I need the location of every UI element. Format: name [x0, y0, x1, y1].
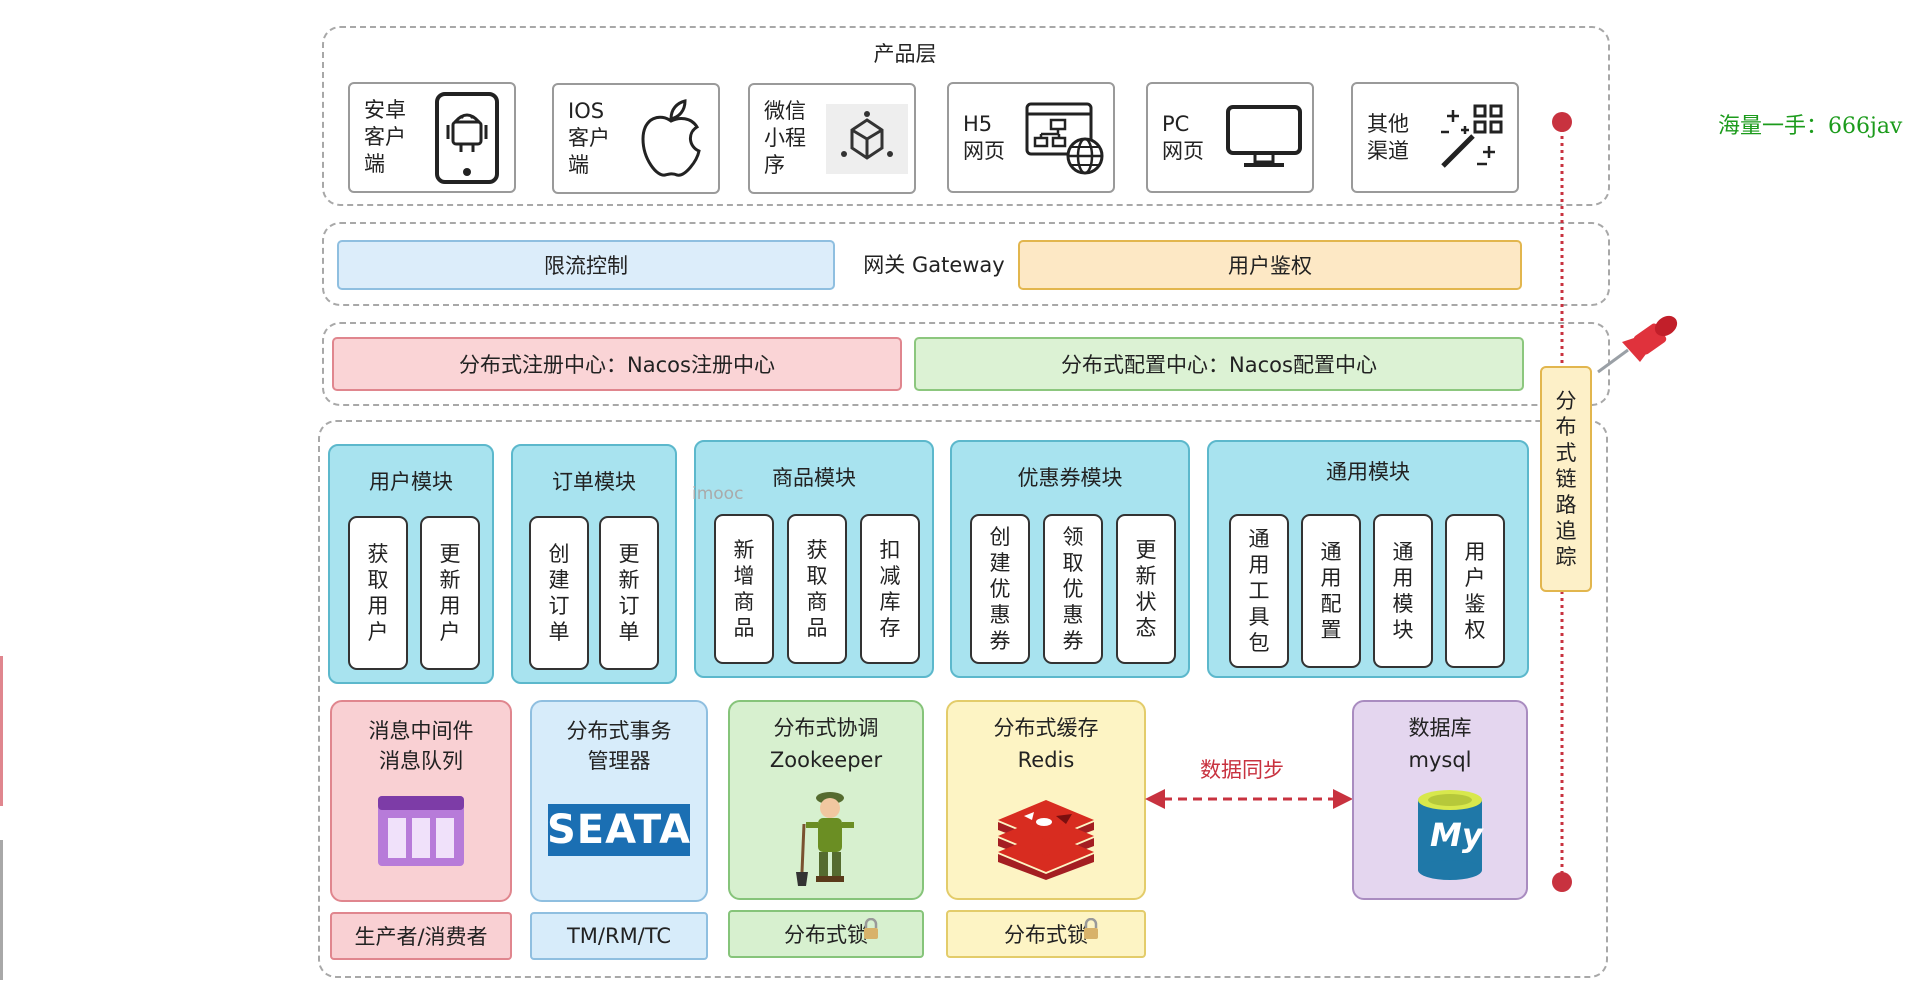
- rate-limit-bar[interactable]: 限流控制: [337, 240, 835, 290]
- mysql-logo-text: My: [1430, 816, 1483, 854]
- module-item-create-order[interactable]: 创建订单: [529, 516, 589, 670]
- product-card-label: 微信 小程序: [764, 99, 806, 177]
- edge-mark: [0, 840, 3, 980]
- watermark: imooc: [692, 484, 744, 504]
- module-user[interactable]: 用户模块 获取用户 更新用户: [328, 444, 494, 684]
- product-layer-title: 产品层: [873, 42, 937, 66]
- gateway-layer-group: [322, 222, 1610, 306]
- module-order[interactable]: 订单模块 创建订单 更新订单: [511, 444, 677, 684]
- module-title: 用户模块: [369, 470, 453, 494]
- infra-title: 数据库 mysql: [1408, 716, 1472, 772]
- product-card-android[interactable]: 安卓 客户端: [348, 82, 516, 193]
- lock-icon: [1082, 917, 1100, 944]
- infra-footer-mq: 生产者/消费者: [330, 912, 512, 960]
- module-item-user-auth[interactable]: 用户鉴权: [1445, 514, 1505, 668]
- edge-mark: [0, 656, 3, 806]
- module-item-common-config[interactable]: 通用配置: [1301, 514, 1361, 668]
- data-sync-arrow: [1145, 787, 1353, 815]
- infra-zookeeper[interactable]: 分布式协调 Zookeeper: [728, 700, 924, 900]
- module-item-common-module[interactable]: 通用模块: [1373, 514, 1433, 668]
- infra-title: 分布式缓存 Redis: [993, 716, 1099, 772]
- module-item-create-coupon[interactable]: 创建优惠券: [970, 514, 1030, 664]
- module-item-update-user[interactable]: 更新用户: [420, 516, 480, 670]
- android-tablet-icon: [426, 91, 508, 184]
- module-item-common-utils[interactable]: 通用工具包: [1229, 514, 1289, 668]
- module-coupon[interactable]: 优惠券模块 创建优惠券 领取优惠券 更新状态: [950, 440, 1190, 678]
- infra-footer-redis: 分布式锁: [946, 910, 1146, 958]
- service-layer-group: [318, 420, 1608, 978]
- seata-logo: SEATA: [547, 804, 690, 856]
- module-item-add-product[interactable]: 新增商品: [714, 514, 774, 664]
- module-item-update-status[interactable]: 更新状态: [1116, 514, 1176, 664]
- mysql-icon: My: [1414, 788, 1486, 886]
- data-sync-label: 数据同步: [1200, 758, 1284, 782]
- config-center-bar[interactable]: 分布式配置中心：Nacos配置中心: [914, 337, 1524, 391]
- module-title: 订单模块: [552, 470, 636, 494]
- infra-message-queue[interactable]: 消息中间件 消息队列: [330, 700, 512, 902]
- product-card-pc[interactable]: PC 网页: [1146, 82, 1314, 193]
- registry-center-bar[interactable]: 分布式注册中心：Nacos注册中心: [332, 337, 902, 391]
- tracing-bar[interactable]: 分布式链路追踪: [1540, 366, 1592, 592]
- module-product[interactable]: 商品模块 新增商品 获取商品 扣减库存: [694, 440, 934, 678]
- product-card-h5[interactable]: H5 网页: [947, 82, 1115, 193]
- product-card-label: IOS 客户端: [568, 99, 610, 177]
- module-common[interactable]: 通用模块 通用工具包 通用配置 通用模块 用户鉴权: [1207, 440, 1529, 678]
- module-title: 商品模块: [772, 466, 856, 490]
- monitor-icon: [1222, 103, 1306, 173]
- lock-icon: [862, 917, 880, 944]
- message-queue-icon: [376, 794, 466, 872]
- module-item-deduct-stock[interactable]: 扣减库存: [860, 514, 920, 664]
- module-title: 优惠券模块: [1017, 466, 1123, 490]
- infra-footer-seata: TM/RM/TC: [530, 912, 708, 960]
- side-note: 海量一手：666jav: [1718, 114, 1903, 139]
- apple-icon: [630, 98, 712, 177]
- infra-footer-zookeeper: 分布式锁: [728, 910, 924, 958]
- infra-redis[interactable]: 分布式缓存 Redis: [946, 700, 1146, 900]
- pushpin-icon: [1594, 312, 1686, 382]
- infra-title: 分布式事务 管理器: [566, 719, 672, 773]
- zookeeper-keeper-icon: [792, 786, 868, 894]
- product-card-mini-program[interactable]: 微信 小程序: [748, 83, 916, 194]
- product-card-other[interactable]: 其他 渠道: [1351, 82, 1519, 193]
- product-card-ios[interactable]: IOS 客户端: [552, 83, 720, 194]
- product-card-label: H5 网页: [963, 111, 1005, 163]
- web-sitemap-globe-icon: [1023, 102, 1107, 174]
- module-item-update-order[interactable]: 更新订单: [599, 516, 659, 670]
- module-title: 通用模块: [1326, 460, 1410, 484]
- tracing-label: 分布式链路追踪: [1555, 389, 1577, 569]
- module-item-claim-coupon[interactable]: 领取优惠券: [1043, 514, 1103, 664]
- infra-mysql[interactable]: 数据库 mysql My: [1352, 700, 1528, 900]
- infra-title: 消息中间件 消息队列: [368, 719, 474, 773]
- magic-wand-icon: [1427, 103, 1511, 173]
- gateway-label: 网关 Gateway: [863, 253, 1005, 277]
- product-layer-group: [322, 26, 1610, 206]
- redis-icon: [994, 794, 1098, 884]
- infra-title: 分布式协调 Zookeeper: [769, 716, 883, 772]
- product-card-label: 安卓 客户端: [364, 98, 406, 176]
- product-card-label: 其他 渠道: [1367, 111, 1409, 163]
- product-card-label: PC 网页: [1162, 111, 1204, 163]
- module-item-get-user[interactable]: 获取用户: [348, 516, 408, 670]
- mini-program-icon: [825, 103, 908, 174]
- module-item-get-product[interactable]: 获取商品: [787, 514, 847, 664]
- infra-transaction[interactable]: 分布式事务 管理器 SEATA: [530, 700, 708, 902]
- auth-bar[interactable]: 用户鉴权: [1018, 240, 1522, 290]
